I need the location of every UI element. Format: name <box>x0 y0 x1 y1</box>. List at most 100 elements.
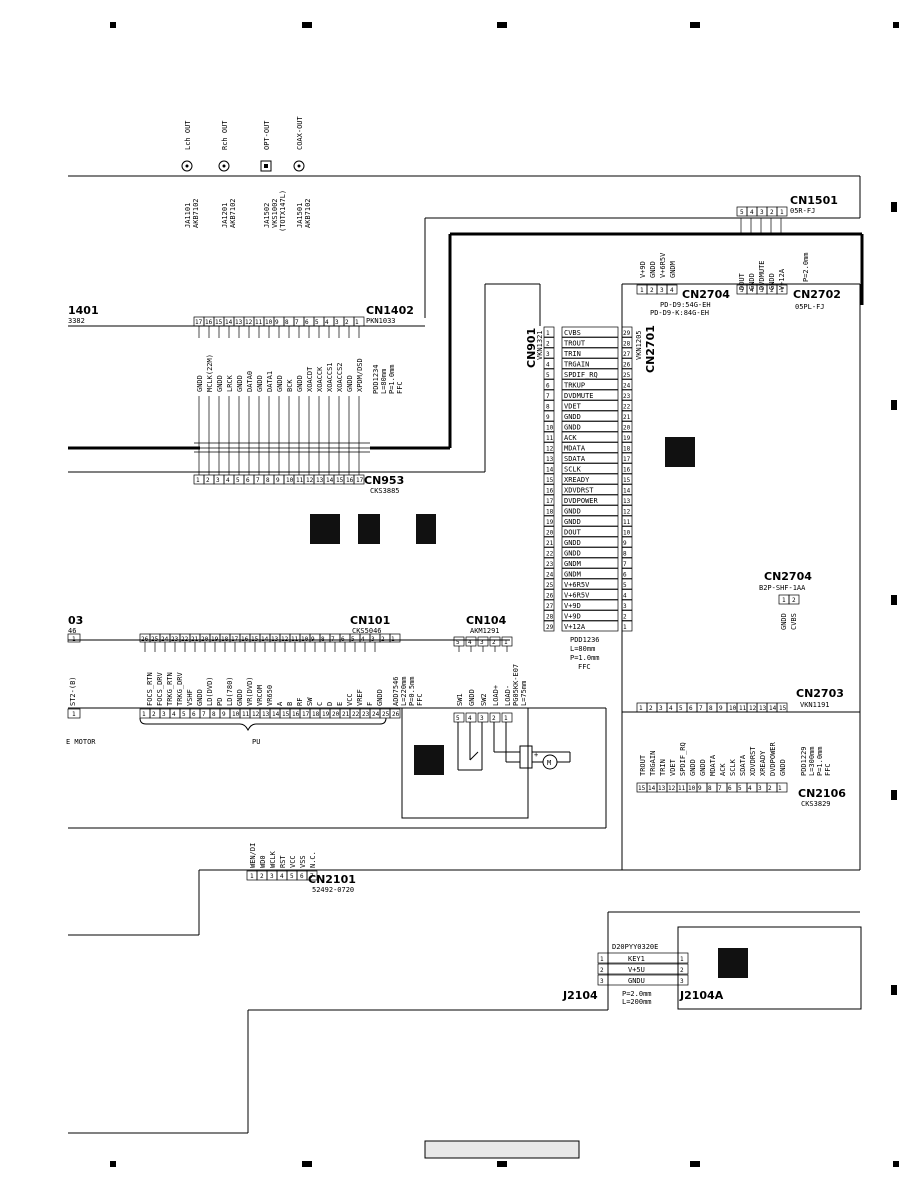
jack-ref: JA1502 <box>263 203 271 228</box>
pin-number: 17 <box>195 319 203 326</box>
pin-number: 10 <box>623 530 631 537</box>
j2104a-name: J2104A <box>679 989 724 1002</box>
cn101-name: CN101 <box>350 614 390 627</box>
pin-number: 3 <box>659 705 663 712</box>
cn1401-part: 3382 <box>68 317 85 325</box>
pin-box <box>389 708 401 719</box>
pin-number: 16 <box>292 711 300 718</box>
pin-number: 5 <box>546 372 550 379</box>
pin-number: 15 <box>215 319 223 326</box>
cable-spec: PDD1229 <box>800 746 808 776</box>
pin-box <box>67 633 81 643</box>
pin-number: 1 <box>600 956 604 963</box>
pin-number: 4 <box>623 593 627 600</box>
cn2704-sub2: PD-D9-K:84G-EH <box>650 309 709 317</box>
pin-number: 6 <box>192 711 196 718</box>
pin-number: 1 <box>546 330 550 337</box>
jack-part: AKB7102 <box>304 198 312 228</box>
signal-label: GNDD <box>236 375 244 392</box>
pin-number: 2 <box>792 597 796 604</box>
svg-text:+: + <box>534 751 538 759</box>
pin-number: 5 <box>290 873 294 880</box>
signal-label: DVDMUTE <box>758 260 766 290</box>
pin-number: 8 <box>709 705 713 712</box>
pin-number: 7 <box>546 393 550 400</box>
cable-spec: FFC <box>396 381 404 394</box>
pin-box <box>543 431 555 443</box>
signal-label: DVDPOWER <box>769 741 777 776</box>
pin-number: 15 <box>638 785 646 792</box>
pin-number: 16 <box>205 319 213 326</box>
pin-number: 21 <box>342 711 350 718</box>
pin-number: 21 <box>623 414 631 421</box>
pin-number: 23 <box>362 711 370 718</box>
pin-number: 3 <box>270 873 274 880</box>
jack-ref: JA1201 <box>221 203 229 228</box>
pin-number: 12 <box>281 636 289 643</box>
signal-label: TRIN <box>564 350 581 358</box>
pin-number: 25 <box>151 636 159 643</box>
pin-number: 5 <box>623 582 627 589</box>
cn103-part: 46 <box>68 627 76 635</box>
signal-label: GNDD <box>216 375 224 392</box>
signal-label: GNDU <box>628 977 645 985</box>
pin-box <box>501 712 513 723</box>
pin-number: 2 <box>381 636 385 643</box>
signal-label: GNDM <box>564 560 581 568</box>
pin-number: 3 <box>335 319 339 326</box>
pin-number: 16 <box>241 636 249 643</box>
cn2703-name: CN2703 <box>796 687 844 700</box>
cn1501-part: 05R-FJ <box>790 207 815 215</box>
registration-markers <box>110 22 899 1167</box>
pin-number: 22 <box>546 551 554 558</box>
pin-number: 3 <box>760 209 764 216</box>
pin-box <box>776 782 788 793</box>
signal-label: SW2 <box>480 693 488 706</box>
signal-box <box>561 452 619 464</box>
signal-label: SW <box>306 697 314 706</box>
pin-number: 25 <box>623 372 631 379</box>
pin-box <box>543 379 555 390</box>
pin-number: 9 <box>222 711 226 718</box>
pin-number: 2 <box>623 614 627 621</box>
jack-ref: JA1501 <box>296 203 304 228</box>
pin-number: 13 <box>262 711 270 718</box>
pin-number: 27 <box>623 351 631 358</box>
pin-number: 1 <box>250 873 254 880</box>
pin-number: 4 <box>670 287 674 294</box>
cable-spec: FFC <box>416 693 424 706</box>
pin-number: 11 <box>623 519 631 526</box>
pin-number: 12 <box>245 319 253 326</box>
signal-box <box>561 526 619 537</box>
jack-extra: (TOTX147L) <box>279 190 287 232</box>
signal-label: LD(780) <box>226 676 234 706</box>
svg-text:M: M <box>547 759 551 767</box>
signal-label: VSS <box>299 855 307 868</box>
signal-label: GNDD <box>256 375 264 392</box>
jack-rch <box>218 160 230 172</box>
signal-label: TRKG_DRV <box>176 671 184 706</box>
pin-number: 14 <box>546 467 554 474</box>
pin-number: 1 <box>72 636 76 643</box>
pin-number: 2 <box>680 967 684 974</box>
cn1402-part: PKN1033 <box>366 317 396 325</box>
pin-number: 25 <box>546 582 554 589</box>
pin-number: 12 <box>668 785 676 792</box>
signal-box <box>561 442 619 453</box>
cable-spec: P=1.0mm <box>570 654 600 662</box>
pin-number: 3 <box>546 351 550 358</box>
pin-number: 20 <box>332 711 340 718</box>
pin-number: 1 <box>640 287 644 294</box>
pin-number: 1 <box>196 477 200 484</box>
signal-label: XOACCS2 <box>336 362 344 392</box>
jack-ref: JA1101 <box>184 203 192 228</box>
signal-label: MDATA <box>564 445 586 453</box>
pin-number: 3 <box>758 785 762 792</box>
signal-label: XOACCK <box>316 366 324 392</box>
pin-box <box>543 410 555 422</box>
signal-label: V+9D <box>564 613 581 621</box>
pin-number: 4 <box>750 287 754 294</box>
signal-label: SDATA <box>739 754 747 776</box>
signal-label: CVBS <box>790 613 798 630</box>
signal-label: TRGAIN <box>564 361 589 369</box>
